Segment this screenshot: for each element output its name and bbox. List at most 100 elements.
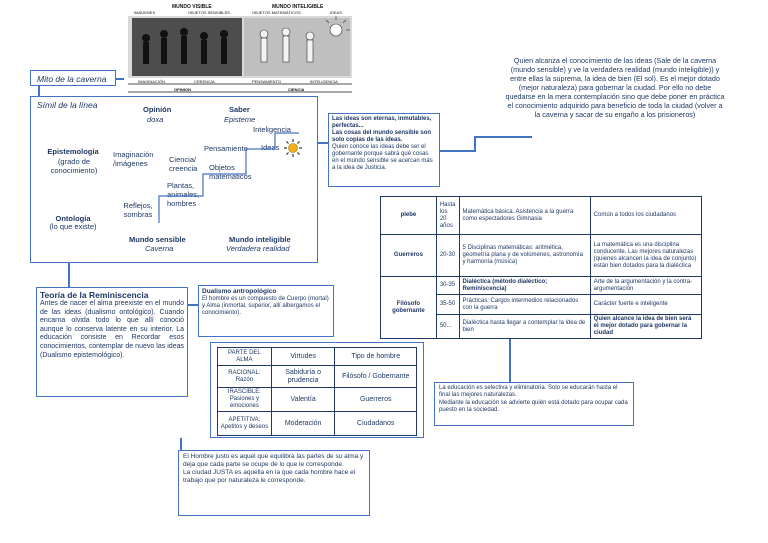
- table-row: Filósofo gobernante 30-35 Dialéctica (mé…: [380, 276, 703, 339]
- subjects-cell: Dialéctica (método dialéctico; Reminisce…: [458, 276, 591, 295]
- simil-title: Símil de la línea: [37, 100, 98, 110]
- dualismo-box: Dualismo antropológico El hombre es un c…: [198, 285, 334, 337]
- part-cell: RACIONAL:Razón: [217, 365, 272, 388]
- verdadera-realidad-label: Verdadera realidad: [226, 244, 290, 253]
- note-cell: Carácter fuerte e inteligente: [589, 294, 703, 315]
- hombre-justo-box: El Hombre justo es aquel que equilibra l…: [178, 450, 370, 516]
- reminiscencia-title: Teoría de la Reminiscencia: [40, 290, 149, 300]
- header-virtudes: Virtudes: [270, 347, 336, 366]
- reflejos-label: Reflejos, sombras: [123, 201, 153, 219]
- table-header-row: PARTE DEL ALMA Virtudes Tipo de hombre: [217, 347, 417, 366]
- band-pensamiento: PENSAMIENTO: [252, 79, 282, 84]
- label-imagenes: IMÁGENES: [134, 10, 156, 15]
- table-row: 50... Dialéctica hasta llegar a contempl…: [381, 314, 703, 339]
- label-objetos-sensibles: OBJETOS SENSIBLES: [188, 10, 230, 15]
- band-creencia: CREENCIA: [194, 79, 215, 84]
- label-objetos-matematicos: OBJETOS MATEMÁTICOS: [252, 10, 301, 15]
- education-p2: Mediante la educación se advierte quién …: [439, 399, 628, 414]
- justo-p1: El Hombre justo es aquel que equilibra l…: [183, 453, 364, 468]
- band-imaginacion: IMAGINACIÓN: [138, 79, 165, 84]
- virtue-cell: Valentía: [270, 387, 336, 412]
- ontologia-heading: Ontología: [55, 214, 91, 223]
- band-inteligencia: INTELIGENCIA: [310, 79, 338, 84]
- part-name: IRASCIBLE:: [227, 389, 261, 395]
- saber-heading: Saber: [229, 105, 250, 114]
- header-tipo: Tipo de hombre: [334, 347, 417, 366]
- subjects-cell: Matemática básica. Asistencia a la guerr…: [458, 196, 591, 235]
- ideas-label: Ideas: [261, 143, 280, 152]
- connector: [188, 304, 198, 306]
- note-cell: Quien alcance la idea de bien será el me…: [589, 314, 703, 339]
- reminiscencia-body: Antes de nacer el alma preexiste en el m…: [40, 300, 184, 359]
- education-box: La educación es selectiva y eliminatoria…: [434, 382, 634, 426]
- objetos-matematicos-label: Objetos matemáticos: [209, 163, 252, 181]
- justo-p2: La ciudad JUSTA es aquella en la que cad…: [183, 469, 356, 484]
- note-cell: La matemática es una disciplina conducen…: [589, 234, 703, 277]
- lo-que-existe-label: (lo que existe): [49, 222, 97, 231]
- table-row: APETITIVA:Apetitos y deseos Moderación C…: [217, 411, 417, 436]
- virtues-table-box: PARTE DEL ALMA Virtudes Tipo de hombre R…: [210, 342, 424, 438]
- ideas-p2: Las cosas del mundo sensible son solo co…: [332, 130, 432, 143]
- part-sub: Razón: [235, 376, 254, 383]
- group-cell: Guerreros: [380, 234, 437, 277]
- virtues-table: PARTE DEL ALMA Virtudes Tipo de hombre R…: [217, 347, 417, 436]
- table-row: IRASCIBLE:Pasiones y emociones Valentía …: [217, 387, 417, 412]
- mito-caverna-label: Mito de la caverna: [30, 70, 116, 86]
- intro-text-block: Quien alcanza el conocimiento de las ide…: [504, 56, 726, 119]
- part-cell: APETITIVA:Apetitos y deseos: [217, 411, 272, 436]
- education-p1: La educación es selectiva y eliminatoria…: [439, 385, 618, 399]
- ages-cell: 30-35: [435, 276, 460, 295]
- connector: [474, 136, 476, 152]
- caverna-label: Caverna: [145, 244, 174, 253]
- note-cell: Común a todos los ciudadanos: [589, 196, 703, 235]
- note-cell: Arte de la argumentación y la contra-arg…: [589, 276, 703, 295]
- part-cell: IRASCIBLE:Pasiones y emociones: [217, 387, 272, 412]
- table-row: RACIONAL:Razón Sabiduría o prudencia Fil…: [217, 365, 417, 388]
- subjects-cell: Prácticas: Cargos intermedios relacionad…: [458, 294, 591, 315]
- type-cell: Filósofo / Gobernante: [334, 365, 417, 388]
- cave-illustration-drawing: [128, 16, 352, 93]
- imaginacion-label: Imaginación /imágenes: [113, 150, 154, 168]
- connector: [312, 142, 330, 144]
- sun-icon: [284, 139, 302, 157]
- intro-text: Quien alcanza el conocimiento de las ide…: [505, 56, 725, 119]
- subjects-cell: 5 Disciplinas matemáticas: aritmética, g…: [458, 234, 591, 277]
- simil-linea-box: Símil de la línea Opinión doxa Saber Epi…: [30, 96, 318, 263]
- table-row: plebe Hasta los 20 años Matemática básic…: [380, 196, 703, 235]
- part-name: APETITIVA:: [228, 416, 261, 423]
- mundo-sensible-heading: Mundo sensible: [129, 235, 186, 244]
- connector: [116, 78, 124, 80]
- cave-illustration: MUNDO VISIBLE MUNDO INTELIGIBLE IMÁGENES…: [124, 4, 356, 96]
- header-parte: PARTE DEL ALMA: [217, 347, 272, 366]
- pensamiento-label: Pensamiento: [204, 144, 248, 153]
- mito-caverna-text: Mito de la caverna: [37, 74, 107, 84]
- part-name: RACIONAL:: [228, 369, 261, 376]
- grado-label: (grado de conocimiento): [50, 157, 98, 175]
- label-mundo-visible: MUNDO VISIBLE: [172, 4, 212, 10]
- ideas-box: Las ideas son eternas, inmutables, perfe…: [328, 113, 440, 187]
- subjects-cell: Dialéctica hasta llegar a contemplar la …: [458, 314, 591, 339]
- stair-line: [158, 132, 299, 223]
- band-ciencia: CIENCIA: [288, 87, 305, 92]
- education-table-wrap: plebe Hasta los 20 años Matemática básic…: [380, 196, 703, 339]
- connector: [68, 263, 70, 287]
- group-cell: Filósofo gobernante: [380, 276, 437, 339]
- connector: [474, 136, 532, 138]
- group-cell: plebe: [380, 196, 437, 235]
- part-sub: Pasiones y emociones: [229, 396, 260, 409]
- virtue-cell: Sabiduría o prudencia: [270, 365, 336, 388]
- table-row: Guerreros 20-30 5 Disciplinas matemática…: [380, 234, 703, 277]
- reminiscencia-box: Teoría de la Reminiscencia Antes de nace…: [36, 287, 188, 397]
- part-sub: Apetitos y deseos: [220, 423, 269, 430]
- type-cell: Guerreros: [334, 387, 417, 412]
- band-opinion: OPINION: [174, 87, 191, 92]
- connector: [38, 86, 40, 98]
- ideas-p3: Quien conoce las ideas debe ser el gober…: [332, 144, 433, 171]
- plantas-label: Plantas, animales, hombres: [167, 181, 200, 208]
- education-table: plebe Hasta los 20 años Matemática básic…: [380, 196, 703, 339]
- ages-cell: 35-50: [435, 294, 460, 315]
- epistemologia-heading: Epistemología: [47, 147, 99, 156]
- ciencia-creencia-label: Ciencia/ creencia: [169, 155, 198, 173]
- connector: [509, 338, 511, 382]
- inteligencia-label: Inteligencia: [253, 125, 291, 134]
